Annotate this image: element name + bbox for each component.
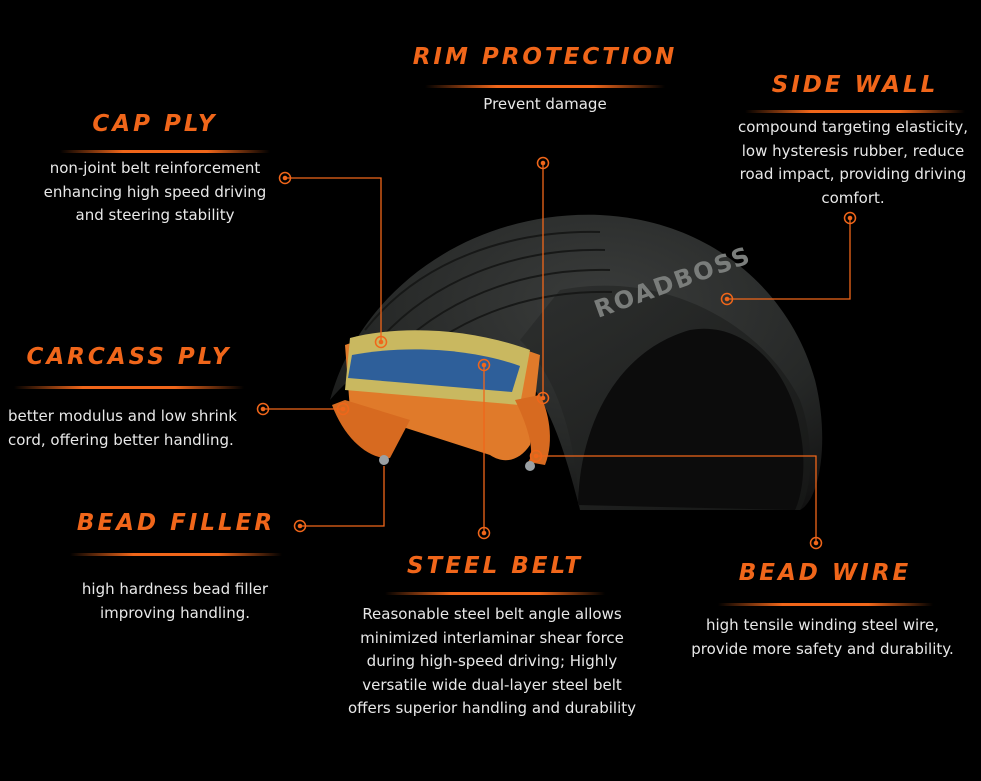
callout-marker-icon bbox=[374, 335, 388, 349]
callout-marker-icon bbox=[536, 391, 550, 405]
callout-marker-icon bbox=[278, 171, 292, 185]
desc-line: compound targeting elasticity, bbox=[737, 118, 968, 136]
cap-ply-description: non-joint belt reinforcement enhancing h… bbox=[25, 157, 285, 228]
desc-line: Reasonable steel belt angle allows bbox=[362, 605, 622, 623]
bead-wire-right bbox=[525, 461, 535, 471]
callout-marker-icon bbox=[256, 402, 270, 416]
carcass-ply-description: better modulus and low shrink cord, offe… bbox=[8, 405, 248, 452]
desc-line: improving handling. bbox=[99, 603, 250, 622]
bead-filler-description: high hardness bead filler improving hand… bbox=[55, 578, 295, 625]
desc-line: versatile wide dual-layer steel belt bbox=[362, 675, 622, 694]
desc-line: low hysteresis rubber, reduce bbox=[741, 141, 965, 160]
side-wall-description: compound targeting elasticity, low hyste… bbox=[724, 116, 981, 210]
desc-line: high tensile winding steel wire, bbox=[705, 616, 940, 634]
callout-markers bbox=[256, 156, 857, 550]
side-wall-title: SIDE WALL bbox=[771, 72, 939, 98]
desc-line: road impact, providing driving bbox=[739, 165, 967, 183]
callout-marker-icon bbox=[336, 402, 350, 416]
steel-belt-title: STEEL BELT bbox=[406, 553, 584, 579]
side-wall-rule bbox=[745, 110, 965, 113]
desc-line: offers superior handling and durability bbox=[347, 699, 637, 717]
desc-line: during high-speed driving; Highly bbox=[366, 652, 618, 670]
desc-line: cord, offering better handling. bbox=[8, 430, 234, 449]
carcass-ply-rule bbox=[14, 386, 244, 389]
rim-protection-description: Prevent damage bbox=[415, 93, 675, 117]
bead-wire-left bbox=[379, 455, 389, 465]
cap-ply-rule bbox=[60, 150, 270, 153]
rim-protection-rule bbox=[425, 85, 665, 88]
callout-marker-icon bbox=[809, 536, 823, 550]
callout-marker-icon bbox=[293, 519, 307, 533]
layer-bead-right bbox=[515, 395, 550, 465]
callout-marker-icon bbox=[477, 358, 491, 372]
layer-bead-left bbox=[332, 400, 410, 459]
callout-marker-icon bbox=[843, 211, 857, 225]
callout-marker-icon bbox=[529, 449, 543, 463]
layer-steel-belt bbox=[348, 349, 520, 392]
desc-line: and steering stability bbox=[75, 206, 235, 224]
callout-marker-icon bbox=[477, 526, 491, 540]
bead-filler-rule bbox=[70, 553, 282, 556]
bead-wire-title: BEAD WIRE bbox=[738, 560, 912, 586]
steel-belt-rule bbox=[385, 592, 605, 595]
cap-ply-title: CAP PLY bbox=[92, 111, 218, 137]
callout-marker-icon bbox=[536, 156, 550, 170]
callout-marker-icon bbox=[720, 292, 734, 306]
desc-line: minimized interlaminar shear force bbox=[360, 628, 624, 647]
desc-line: better modulus and low shrink bbox=[8, 407, 237, 425]
desc-line: Prevent damage bbox=[483, 95, 607, 113]
bead-wire-rule bbox=[718, 603, 933, 606]
bead-filler-title: BEAD FILLER bbox=[76, 510, 276, 536]
desc-line: provide more safety and durability. bbox=[691, 639, 954, 658]
bead-wire-description: high tensile winding steel wire, provide… bbox=[675, 614, 970, 661]
rim-protection-title: RIM PROTECTION bbox=[412, 44, 678, 70]
steel-belt-description: Reasonable steel belt angle allows minim… bbox=[327, 603, 657, 721]
desc-line: high hardness bead filler bbox=[81, 580, 269, 598]
carcass-ply-title: CARCASS PLY bbox=[26, 344, 232, 370]
tire-inner bbox=[578, 328, 804, 510]
desc-line: enhancing high speed driving bbox=[43, 182, 267, 201]
desc-line: comfort. bbox=[821, 188, 885, 207]
desc-line: non-joint belt reinforcement bbox=[49, 159, 261, 177]
